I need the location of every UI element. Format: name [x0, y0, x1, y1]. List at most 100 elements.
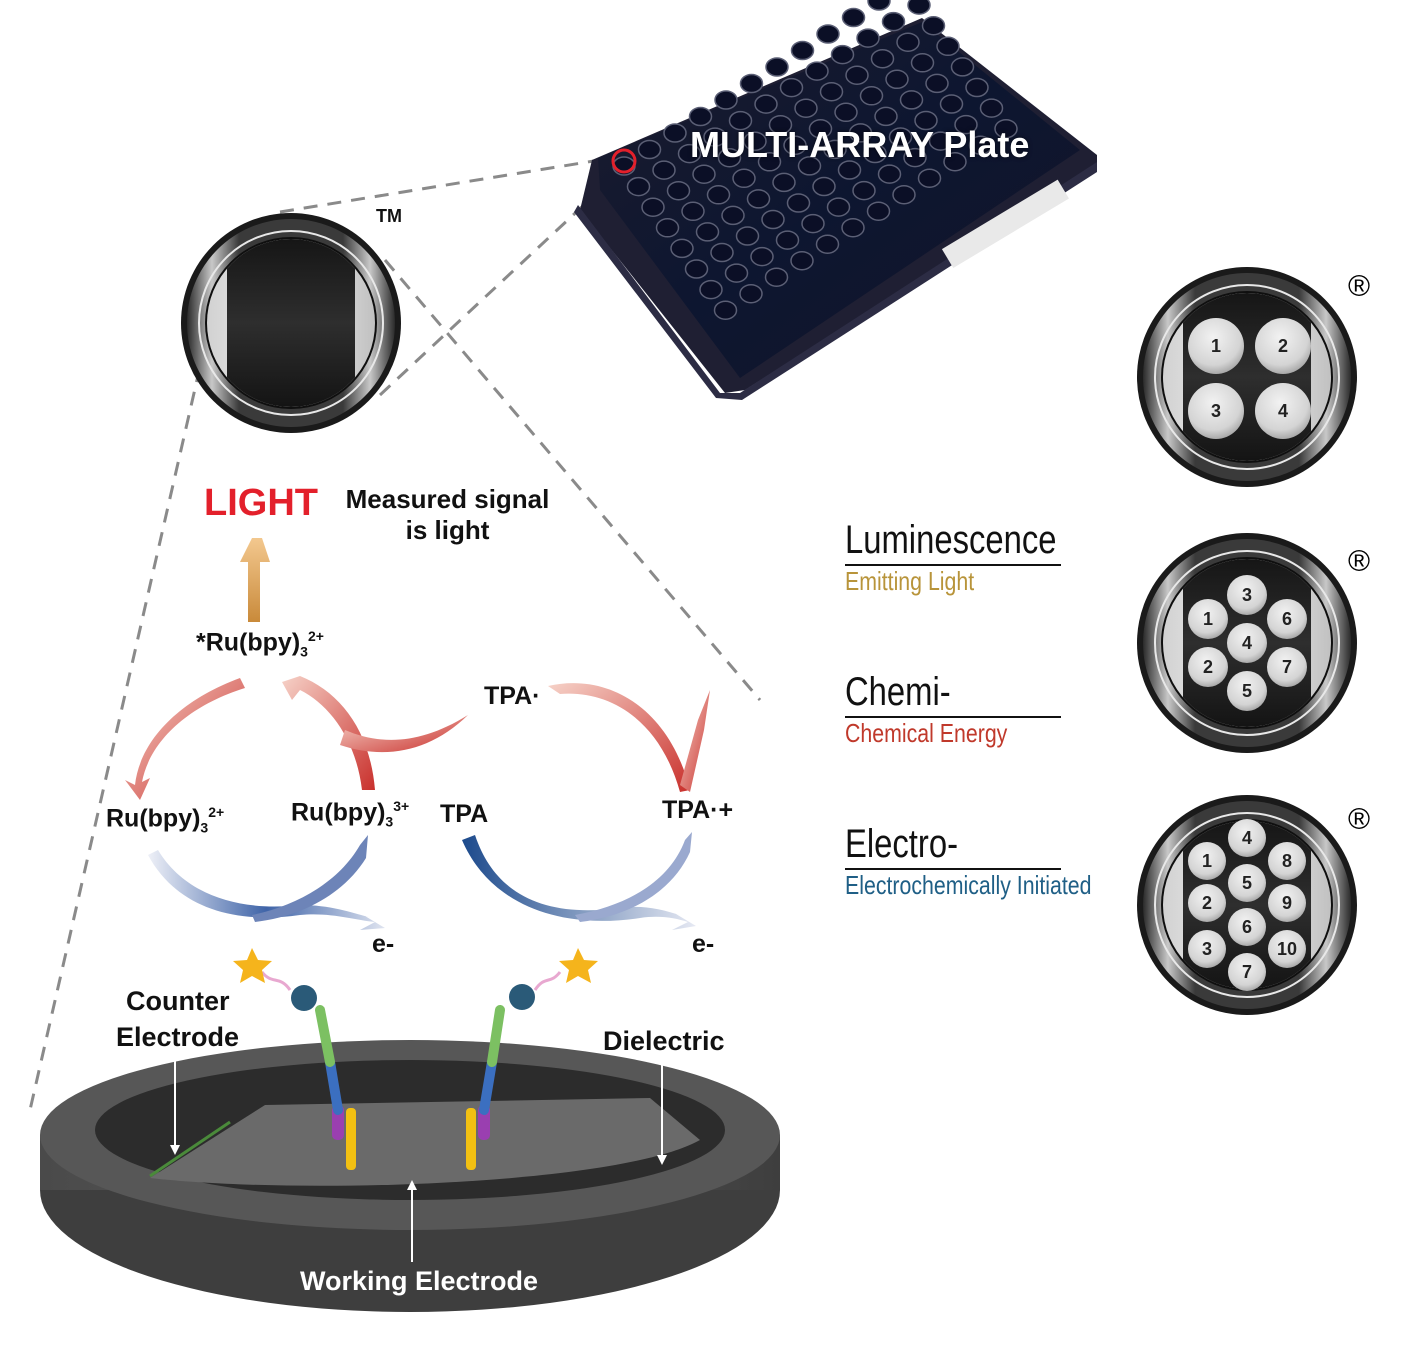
spot-number: 10 — [1277, 939, 1297, 959]
plate-well — [652, 160, 676, 180]
plate-well — [877, 164, 902, 184]
plate-well — [670, 238, 694, 259]
plate-well — [790, 40, 815, 61]
term-electro: Electro- — [845, 822, 959, 866]
plate-well — [816, 24, 840, 44]
plate-well — [852, 180, 876, 201]
spot-number: 4 — [1242, 828, 1252, 848]
plate-well — [925, 73, 949, 94]
excited-ruthenium-label: *Ru(bpy)32+ — [196, 628, 324, 659]
counter-electrode-label-line2: Electrode — [116, 1022, 240, 1052]
ruthenium-label-star-icon — [559, 948, 598, 983]
ruthenium-label-star-icon — [233, 948, 272, 983]
measured-line-1: Measured signal — [345, 484, 550, 514]
plate-well — [743, 131, 767, 151]
plate-well — [688, 106, 713, 127]
spot-number: 7 — [1242, 962, 1252, 982]
arrow-tpa-radical-feed — [340, 715, 468, 753]
spot-number: 6 — [1282, 609, 1292, 629]
registered-mark: ® — [1348, 803, 1371, 836]
plate-well — [772, 172, 796, 193]
plate-well — [666, 180, 691, 201]
capture-spot — [1228, 953, 1266, 991]
spot-number: 8 — [1282, 851, 1292, 871]
spot-number: 1 — [1211, 336, 1221, 356]
plate-well — [866, 201, 891, 221]
spot-number: 5 — [1242, 681, 1252, 701]
electron-label-right: e- — [692, 930, 715, 958]
plate-wells — [612, 0, 1018, 320]
plate-well — [954, 114, 978, 135]
measured-signal-text: Measured signal is light — [340, 484, 555, 546]
plate-well — [721, 205, 745, 226]
tpa-radical-cation-label: TPA·+ — [662, 796, 734, 824]
plate-well — [695, 222, 720, 242]
plate-well — [968, 135, 993, 155]
light-label: LIGHT — [204, 482, 318, 524]
plate-well — [699, 279, 723, 300]
plate-well — [735, 226, 760, 246]
plate-well — [677, 143, 702, 164]
formula-base: Ru(bpy) — [106, 804, 201, 833]
ruthenium-2plus-label: Ru(bpy)32+ — [106, 804, 224, 835]
plate-well — [848, 123, 873, 143]
plate-well — [790, 250, 814, 271]
plate-well — [899, 90, 924, 110]
plate-well — [834, 102, 858, 123]
plate-title: MULTI-ARRAY Plate — [690, 124, 1030, 165]
plate-well — [794, 98, 818, 118]
plate-well — [754, 94, 778, 114]
plate-well — [950, 57, 975, 77]
measured-line-2: is light — [405, 515, 490, 545]
term-electro-subtitle: Electrochemically Initiated — [845, 870, 1092, 900]
plate-well — [779, 77, 804, 98]
capture-spot — [1188, 647, 1228, 687]
plate-well — [801, 213, 825, 234]
plate-well — [750, 246, 774, 267]
light-emission-arrow-icon — [240, 538, 270, 622]
plate-well — [655, 218, 680, 238]
plate-well — [746, 189, 771, 209]
plate-well — [805, 61, 829, 81]
plate-well — [863, 143, 887, 164]
plate-well — [845, 65, 869, 85]
plate-well — [692, 164, 716, 184]
term-luminescence-subtitle: Emitting Light — [845, 566, 975, 596]
capture-spot — [1188, 599, 1228, 639]
plate-well — [757, 152, 782, 172]
spot-number: 9 — [1282, 893, 1292, 913]
plate-well — [892, 184, 916, 205]
arrow-excited-to-ru2 — [125, 678, 245, 800]
term-underline — [845, 868, 1061, 870]
plate-well — [728, 110, 753, 131]
capture-spot — [1188, 383, 1244, 439]
registered-mark: ® — [1348, 270, 1371, 303]
reaction-arrows-blue — [148, 832, 696, 930]
plate-well — [732, 168, 756, 189]
plate-well — [710, 242, 734, 263]
plate-well — [713, 300, 738, 320]
plate-well — [939, 94, 964, 114]
plate-well — [739, 73, 764, 94]
arrow-tpa-oxidation — [462, 835, 696, 930]
term-luminescence: Luminescence — [845, 518, 1057, 562]
spot-number: 6 — [1242, 917, 1252, 937]
spot-number: 5 — [1242, 873, 1252, 893]
capture-spot — [1188, 884, 1226, 922]
plate-well — [979, 98, 1004, 118]
spot-number: 4 — [1242, 633, 1252, 653]
plate-well — [936, 36, 960, 57]
formula-subscript: 3 — [300, 643, 308, 660]
plate-well — [856, 28, 880, 48]
plate-well — [706, 185, 731, 205]
term-underline — [845, 716, 1061, 718]
plate-well — [819, 81, 844, 102]
capture-spot — [1267, 647, 1307, 687]
capture-spot — [1188, 842, 1226, 880]
capture-spot — [1267, 599, 1307, 639]
capture-spot — [1188, 930, 1226, 968]
plate-well — [823, 139, 847, 160]
spot-number: 3 — [1242, 585, 1252, 605]
plate-well — [826, 197, 851, 217]
